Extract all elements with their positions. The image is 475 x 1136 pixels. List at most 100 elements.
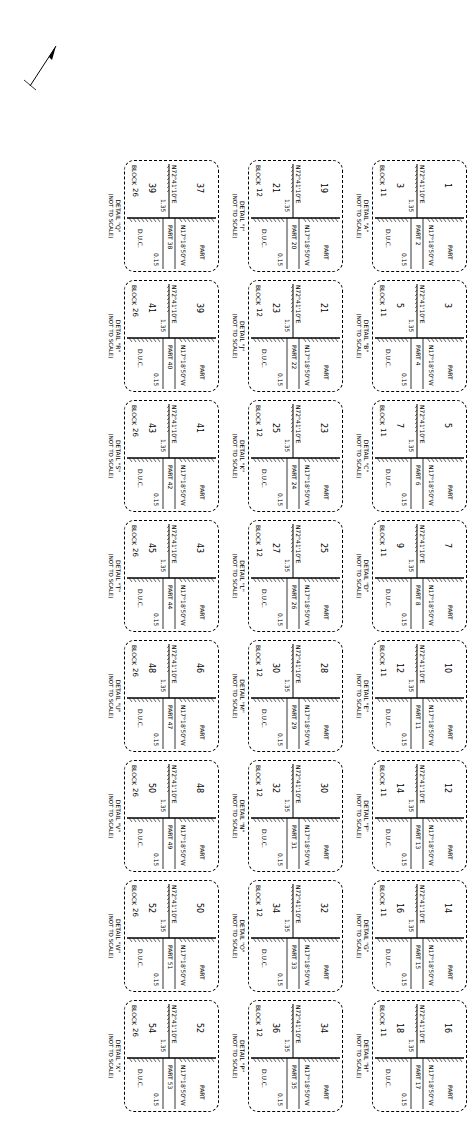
dimension: 1.35 bbox=[160, 559, 166, 572]
dimension: 0.15 bbox=[277, 253, 283, 266]
lot-linework bbox=[127, 524, 216, 629]
easement-label: D.U.C. bbox=[261, 709, 267, 728]
block-label: BLOCK bbox=[379, 1005, 385, 1025]
dimension: 0.15 bbox=[153, 373, 159, 386]
lot-number: 54 bbox=[147, 1023, 155, 1033]
detail-panel: BLOCK264850PARTPART 49D.U.C.N72°41'10"EN… bbox=[124, 760, 219, 872]
bearing: N17°18'50"W bbox=[428, 945, 434, 986]
lot-linework bbox=[375, 644, 464, 749]
lot-number: 12 bbox=[443, 783, 451, 793]
bearing: N17°18'50"W bbox=[428, 225, 434, 266]
dimension: 1.35 bbox=[284, 799, 290, 812]
block-number: 26 bbox=[131, 908, 138, 917]
lot-number: 34 bbox=[271, 903, 279, 913]
lot-number: 21 bbox=[271, 183, 279, 193]
lot-number: 3 bbox=[443, 303, 451, 308]
detail-panel: BLOCK123234PARTPART 33D.U.C.N72°41'10"EN… bbox=[248, 880, 343, 992]
dimension: 1.35 bbox=[284, 1039, 290, 1052]
lot-linework bbox=[251, 884, 340, 989]
lot-number: 48 bbox=[147, 663, 155, 673]
detail-panel: BLOCK121921PARTPART 20D.U.C.N72°41'10"EN… bbox=[248, 160, 343, 272]
bearing: N72°41'10"E bbox=[171, 1005, 177, 1044]
block-label: BLOCK bbox=[255, 1005, 261, 1025]
scale-note: (NOT TO SCALE) bbox=[232, 757, 238, 875]
part-label: PART bbox=[199, 605, 205, 620]
bearing: N72°41'10"E bbox=[171, 405, 177, 444]
dimension: 0.15 bbox=[277, 973, 283, 986]
dimension: 0.15 bbox=[401, 853, 407, 866]
dimension: 0.15 bbox=[277, 733, 283, 746]
lot-number: 7 bbox=[395, 423, 403, 428]
detail-title: DETAIL "P" bbox=[239, 997, 245, 1115]
scale-note: (NOT TO SCALE) bbox=[356, 277, 362, 395]
dimension: 0.15 bbox=[277, 853, 283, 866]
bearing: N72°41'10"E bbox=[295, 645, 301, 684]
block-number: 11 bbox=[379, 188, 386, 197]
bearing: N17°18'50"W bbox=[304, 345, 310, 386]
scale-note: (NOT TO SCALE) bbox=[108, 397, 114, 515]
part-label: PART bbox=[323, 485, 329, 500]
block-number: 12 bbox=[255, 308, 262, 317]
detail-panel: BLOCK111618PARTPART 17D.U.C.N72°41'10"EN… bbox=[372, 1000, 467, 1112]
part-label: PART bbox=[323, 245, 329, 260]
lot-number: 16 bbox=[443, 1023, 451, 1033]
part-number: PART 20 bbox=[291, 225, 297, 249]
part-number: PART 26 bbox=[291, 585, 297, 609]
lot-number: 36 bbox=[271, 1023, 279, 1033]
lot-linework bbox=[127, 284, 216, 389]
detail-panel: BLOCK123032PARTPART 31D.U.C.N72°41'10"EN… bbox=[248, 760, 343, 872]
lot-number: 41 bbox=[195, 423, 203, 433]
block-number: 26 bbox=[131, 548, 138, 557]
scale-note: (NOT TO SCALE) bbox=[232, 997, 238, 1115]
detail-title: DETAIL "D" bbox=[363, 517, 369, 635]
scale-note: (NOT TO SCALE) bbox=[108, 637, 114, 755]
dimension: 0.15 bbox=[401, 493, 407, 506]
easement-label: D.U.C. bbox=[261, 829, 267, 848]
lot-linework bbox=[127, 644, 216, 749]
scale-note: (NOT TO SCALE) bbox=[356, 517, 362, 635]
dimension: 1.35 bbox=[408, 799, 414, 812]
lot-number: 45 bbox=[147, 543, 155, 553]
dimension: 1.35 bbox=[284, 319, 290, 332]
detail-panel: BLOCK1179PARTPART 8D.U.C.N72°41'10"EN17°… bbox=[372, 520, 467, 632]
bearing: N17°18'50"W bbox=[180, 465, 186, 506]
detail-panel: BLOCK122325PARTPART 24D.U.C.N72°41'10"EN… bbox=[248, 400, 343, 512]
scale-note: (NOT TO SCALE) bbox=[356, 997, 362, 1115]
part-number: PART 13 bbox=[415, 825, 421, 849]
scale-note: (NOT TO SCALE) bbox=[108, 877, 114, 995]
scale-note: (NOT TO SCALE) bbox=[108, 277, 114, 395]
block-label: BLOCK bbox=[131, 765, 137, 785]
block-label: BLOCK bbox=[255, 765, 261, 785]
scale-note: (NOT TO SCALE) bbox=[232, 877, 238, 995]
lot-linework bbox=[127, 1004, 216, 1109]
dimension: 1.35 bbox=[284, 559, 290, 572]
detail-panel: BLOCK265254PARTPART 53D.U.C.N72°41'10"EN… bbox=[124, 1000, 219, 1112]
bearing: N17°18'50"W bbox=[180, 345, 186, 386]
block-label: BLOCK bbox=[379, 645, 385, 665]
dimension: 0.15 bbox=[401, 613, 407, 626]
easement-label: D.U.C. bbox=[261, 469, 267, 488]
dimension: 0.15 bbox=[277, 373, 283, 386]
lot-number: 25 bbox=[271, 423, 279, 433]
block-number: 11 bbox=[379, 668, 386, 677]
scale-note: (NOT TO SCALE) bbox=[108, 517, 114, 635]
part-number: PART 24 bbox=[291, 465, 297, 489]
scale-note: (NOT TO SCALE) bbox=[356, 877, 362, 995]
block-label: BLOCK bbox=[131, 165, 137, 185]
lot-number: 39 bbox=[147, 183, 155, 193]
easement-label: D.U.C. bbox=[385, 589, 391, 608]
lot-number: 32 bbox=[271, 783, 279, 793]
dimension: 1.35 bbox=[160, 799, 166, 812]
detail-title: DETAIL "X" bbox=[115, 997, 121, 1115]
part-number: PART 6 bbox=[415, 465, 421, 485]
block-number: 26 bbox=[131, 308, 138, 317]
easement-label: D.U.C. bbox=[137, 229, 143, 248]
easement-label: D.U.C. bbox=[137, 829, 143, 848]
lot-number: 43 bbox=[147, 423, 155, 433]
dimension: 1.35 bbox=[160, 679, 166, 692]
lot-number: 14 bbox=[395, 783, 403, 793]
detail-title: DETAIL "O" bbox=[239, 877, 245, 995]
block-number: 12 bbox=[255, 428, 262, 437]
lot-number: 52 bbox=[195, 1023, 203, 1033]
